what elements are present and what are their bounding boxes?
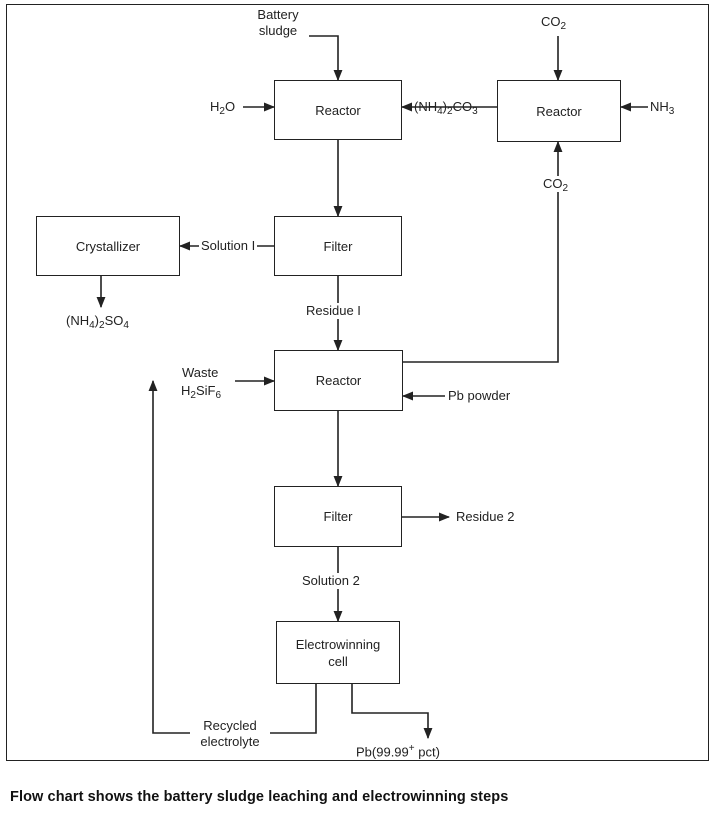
co2-mid-main: CO xyxy=(543,176,563,191)
filter-2-box: Filter xyxy=(274,486,402,547)
carbonate-p3: CO xyxy=(452,99,473,114)
pb-product-label: Pb(99.99+ pct) xyxy=(356,741,440,760)
co2-top-main: CO xyxy=(541,14,561,29)
recycled-line2: electrolyte xyxy=(200,734,260,749)
ammonium-carbonate-label: (NH4)2CO3 xyxy=(414,99,478,117)
battery-sludge-label: Battery sludge xyxy=(243,7,313,39)
solution-2-text: Solution 2 xyxy=(302,573,360,588)
nh3-main: NH xyxy=(650,99,669,114)
h2o-sub: 2 xyxy=(219,106,225,117)
pb-powder-label: Pb powder xyxy=(448,388,510,404)
pb-product-tail: pct) xyxy=(414,744,440,760)
electrowinning-label-line2: cell xyxy=(328,653,348,669)
solution-1-text: Solution I xyxy=(201,238,256,253)
nh3-sub: 3 xyxy=(668,106,675,117)
arrow-sludge-to-reactor1 xyxy=(309,35,343,82)
carbonate-p1: (NH xyxy=(414,99,438,114)
filter-1-box: Filter xyxy=(274,216,402,276)
co2-top-label: CO2 xyxy=(541,14,567,32)
h2sif6-s2: 6 xyxy=(215,390,222,401)
sulfate-s1: 4 xyxy=(89,320,95,331)
recycled-line1: Recycled xyxy=(203,718,257,733)
waste-text: Waste xyxy=(182,365,219,380)
co2-top-sub: 2 xyxy=(560,21,567,32)
residue-1-text: Residue I xyxy=(306,303,361,318)
solution-1-label: Solution I xyxy=(199,238,258,254)
pb-product-main: Pb(99.99 xyxy=(356,744,409,760)
filter-1-label: Filter xyxy=(323,238,353,254)
pb-powder-text: Pb powder xyxy=(448,388,511,403)
h2sif6-main: H xyxy=(181,383,191,398)
solution-2-label: Solution 2 xyxy=(300,573,362,589)
carbonate-s3: 3 xyxy=(472,106,478,117)
residue-2-text: Residue 2 xyxy=(456,509,515,524)
reactor-1-label: Reactor xyxy=(315,102,361,118)
carbonate-s1: 4 xyxy=(437,106,443,117)
residue-1-label: Residue I xyxy=(304,303,363,319)
h2sif6-mid: SiF xyxy=(195,383,216,398)
reactor-2-box: Reactor xyxy=(497,80,621,142)
co2-mid-label: CO2 xyxy=(541,176,571,194)
nh3-label: NH3 xyxy=(650,99,675,117)
crystallizer-label: Crystallizer xyxy=(75,238,141,254)
sulfate-s2: 2 xyxy=(99,320,105,331)
waste-label: Waste xyxy=(182,365,218,381)
pb-product-sup: + xyxy=(408,743,415,754)
crystallizer-box: Crystallizer xyxy=(36,216,180,276)
reactor-1-box: Reactor xyxy=(274,80,402,140)
sulfate-p1: (NH xyxy=(66,313,90,328)
carbonate-p2: ) xyxy=(442,99,448,114)
h2o-label: H2O xyxy=(210,99,236,117)
electrowinning-label-line1: Electrowinning xyxy=(295,636,381,652)
filter-2-label: Filter xyxy=(323,509,353,524)
h2sif6-label: H2SiF6 xyxy=(181,383,222,401)
arrow-reactor3-co2-to-reactor2 xyxy=(401,140,563,363)
recycled-electrolyte-label: Recycled electrolyte xyxy=(190,718,270,750)
h2sif6-s1: 2 xyxy=(190,390,196,401)
arrow-cell-to-pb xyxy=(351,684,433,740)
electrowinning-cell-box: Electrowinning cell xyxy=(276,621,400,684)
reactor-2-label: Reactor xyxy=(536,103,582,119)
h2o-main: H xyxy=(210,99,220,114)
h2o-tail: O xyxy=(224,99,236,114)
carbonate-s2: 2 xyxy=(447,106,453,117)
sulfate-s3: 4 xyxy=(123,320,129,331)
sulfate-p3: SO xyxy=(104,313,124,328)
battery-sludge-line1: Battery xyxy=(257,7,299,22)
reactor-3-box: Reactor xyxy=(274,350,403,411)
reactor-3-label: Reactor xyxy=(315,373,362,388)
figure-caption: Flow chart shows the battery sludge leac… xyxy=(10,789,509,805)
residue-2-label: Residue 2 xyxy=(456,509,515,525)
battery-sludge-line2: sludge xyxy=(258,23,298,38)
co2-mid-sub: 2 xyxy=(562,183,569,194)
sulfate-p2: ) xyxy=(94,313,100,328)
diagram-frame xyxy=(6,4,709,761)
ammonium-sulfate-label: (NH4)2SO4 xyxy=(66,313,129,331)
